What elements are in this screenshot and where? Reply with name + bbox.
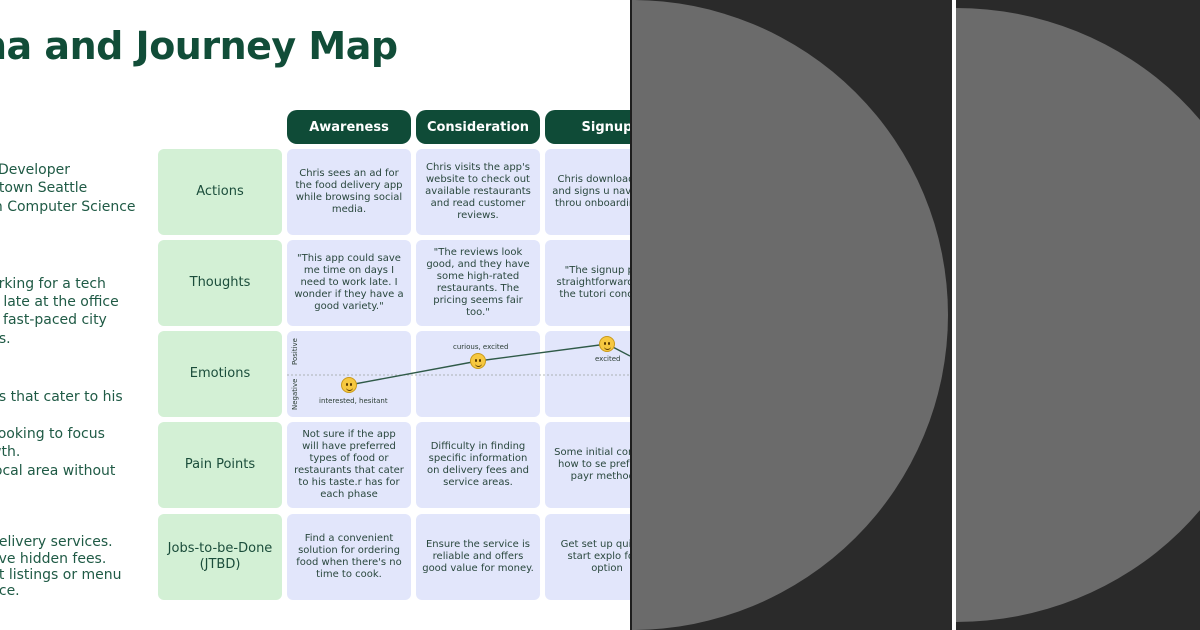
cell-jtbd-awareness: Find a convenient solution for ordering …: [287, 514, 411, 600]
cell-actions-consideration: Chris visits the app's website to check …: [416, 149, 540, 235]
emotion-label-consideration: curious, excited: [453, 343, 509, 351]
negative-axis-label: Negative: [291, 378, 299, 410]
persona-line: local area without: [0, 463, 116, 479]
cell-thoughts-signup: "The signup proc straightforward how the…: [545, 240, 630, 326]
persona-line: ave hidden fees.: [0, 551, 107, 567]
cell-thoughts-consideration: "The reviews look good, and they have so…: [416, 240, 540, 326]
emotion-label-signup: excited: [595, 355, 621, 363]
cell-pain-points-signup: Some initial con over how to se preferre…: [545, 422, 630, 508]
persona-line: nce.: [0, 583, 20, 599]
page-thumbnail-placeholder-icon: [632, 0, 948, 630]
cell-jtbd-consideration: Ensure the service is reliable and offer…: [416, 514, 540, 600]
persona-line: delivery services.: [0, 534, 113, 550]
persona-line: a fast-paced city: [0, 312, 107, 328]
cell-emotions-signup: [545, 331, 630, 417]
stage-header-signup: Signup: [545, 110, 630, 144]
persona-line: g late at the office: [0, 294, 119, 310]
row-label-actions: Actions: [158, 149, 282, 235]
persona-line: ntown Seattle: [0, 180, 88, 196]
cell-pain-points-awareness: Not sure if the app will have preferred …: [287, 422, 411, 508]
stage-header-awareness: Awareness: [287, 110, 411, 144]
emoji-happy-icon: [599, 336, 615, 352]
viewer-panel-middle: [632, 0, 948, 630]
positive-axis-label: Positive: [291, 338, 299, 365]
cell-jtbd-signup: Get set up qui and start explo food opti…: [545, 514, 630, 600]
persona-line: ns that cater to his: [0, 389, 123, 405]
emoji-hesitant-icon: [341, 377, 357, 393]
persona-line: ns.: [0, 331, 11, 347]
persona-line: cooking to focus: [0, 426, 105, 442]
row-label-emotions: Emotions: [158, 331, 282, 417]
emotion-label-awareness: interested, hesitant: [319, 397, 388, 405]
persona-line: Developer: [0, 162, 71, 178]
row-label-thoughts: Thoughts: [158, 240, 282, 326]
viewer-panel-right: [952, 0, 1200, 630]
emoji-excited-icon: [470, 353, 486, 369]
row-label-pain-points: Pain Points: [158, 422, 282, 508]
stage-header-consideration: Consideration: [416, 110, 540, 144]
cell-actions-awareness: Chris sees an ad for the food delivery a…: [287, 149, 411, 235]
persona-line: nt listings or menu: [0, 567, 122, 583]
persona-line: wth.: [0, 444, 21, 460]
page-thumbnail-placeholder-icon: [956, 8, 1200, 622]
persona-line: orking for a tech: [0, 276, 106, 292]
row-label-jtbd: Jobs-to-be-Done (JTBD): [158, 514, 282, 600]
persona-line: in Computer Science: [0, 199, 136, 215]
cell-actions-signup: Chris download app and signs u navigates…: [545, 149, 630, 235]
cell-pain-points-consideration: Difficulty in finding specific informati…: [416, 422, 540, 508]
slide-title: na and Journey Map: [0, 24, 398, 68]
journey-map-slide: na and Journey Map Developer ntown Seattl…: [0, 0, 632, 630]
cell-thoughts-awareness: "This app could save me time on days I n…: [287, 240, 411, 326]
